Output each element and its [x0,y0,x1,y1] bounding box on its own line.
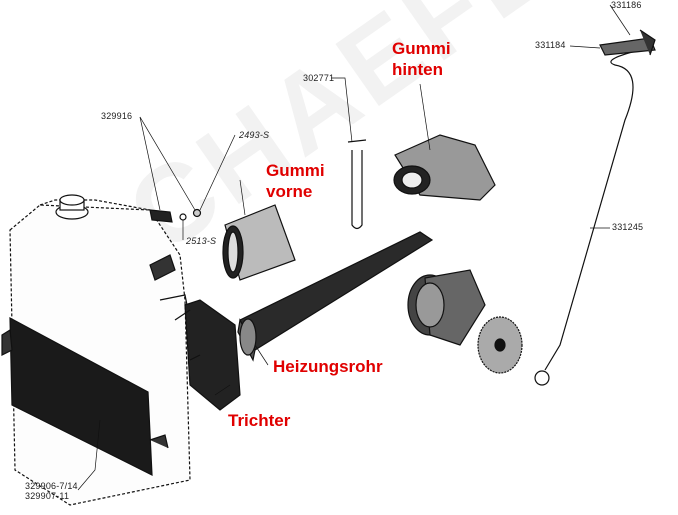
funnel-part [174,299,241,411]
part-number-302771: 302771 [303,73,335,83]
part-number-331184: 331184 [535,40,566,50]
rubber-rear [393,134,496,201]
part-number-331245: 331245 [612,222,644,232]
label-trichter: Trichter [228,411,291,430]
part-number-329907: 329907-11 [25,491,70,501]
part-number-2493-s: 2493-S [239,130,270,140]
part-number-331186: 331186 [611,0,642,10]
part-number-329916: 329916 [101,111,133,121]
u-bolt [347,139,367,230]
blower-motor [407,269,486,346]
label-gummi-hinten: Gummi hinten [392,38,451,80]
heater-pipe [237,231,434,362]
label-gummi-vorne: Gummi vorne [266,160,325,202]
label-heizungsrohr: Heizungsrohr [273,357,383,376]
label-line: hinten [392,60,443,79]
part-number-329906: 329906-7/14 [25,481,78,491]
radiator-tank [1,194,191,506]
rubber-front [222,204,296,281]
label-line: Gummi [392,39,451,58]
label-line: Gummi [266,161,325,180]
control-cable [544,49,641,371]
control-knob [599,37,656,56]
part-number-2513-s: 2513-S [186,236,217,246]
label-line: vorne [266,182,313,201]
